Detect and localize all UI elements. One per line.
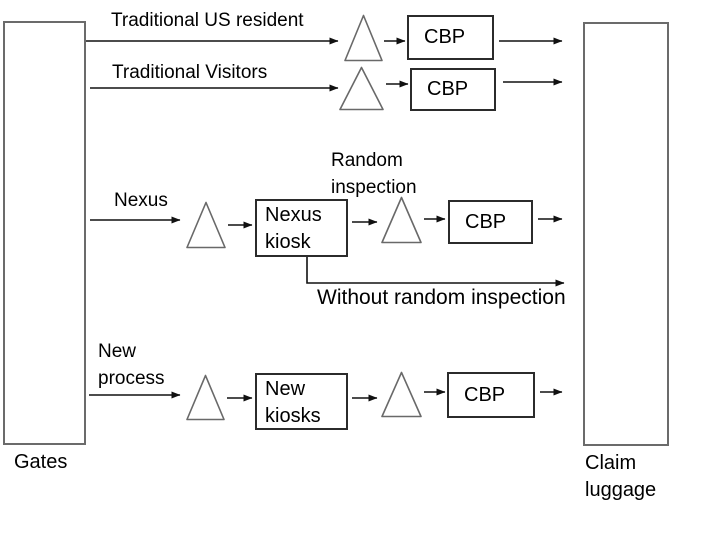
new-kiosks-box: New kiosks: [255, 373, 348, 430]
cbp-box-traditional-us: CBP: [407, 15, 494, 60]
cbp-box-new-process: CBP: [447, 372, 535, 418]
label-traditional-us-resident: Traditional US resident: [111, 10, 304, 31]
label-without-random-inspection: Without random inspection: [317, 286, 566, 309]
gates-box: [3, 21, 86, 445]
gates-label: Gates: [14, 451, 68, 473]
queue-triangle-nexus: [186, 201, 226, 249]
label-random-inspection: Random inspection: [331, 150, 417, 198]
queue-triangle-new-process-1: [186, 374, 225, 421]
queue-triangle-traditional-visitors: [339, 66, 384, 111]
arrow-nexus-without-inspection-to-claim: [306, 256, 565, 287]
cbp-box-nexus: CBP: [448, 200, 533, 244]
queue-triangle-random-inspection: [381, 196, 422, 244]
queue-triangle-traditional-us: [344, 14, 383, 62]
label-new-process: New process: [98, 341, 165, 389]
claim-luggage-label: Claim luggage: [585, 452, 657, 501]
claim-luggage-box: [583, 22, 669, 446]
label-traditional-visitors: Traditional Visitors: [112, 62, 268, 83]
queue-triangle-new-process-2: [381, 371, 422, 418]
label-nexus: Nexus: [114, 190, 168, 211]
cbp-box-traditional-visitors: CBP: [410, 68, 496, 111]
nexus-kiosk-box: Nexus kiosk: [255, 199, 348, 257]
